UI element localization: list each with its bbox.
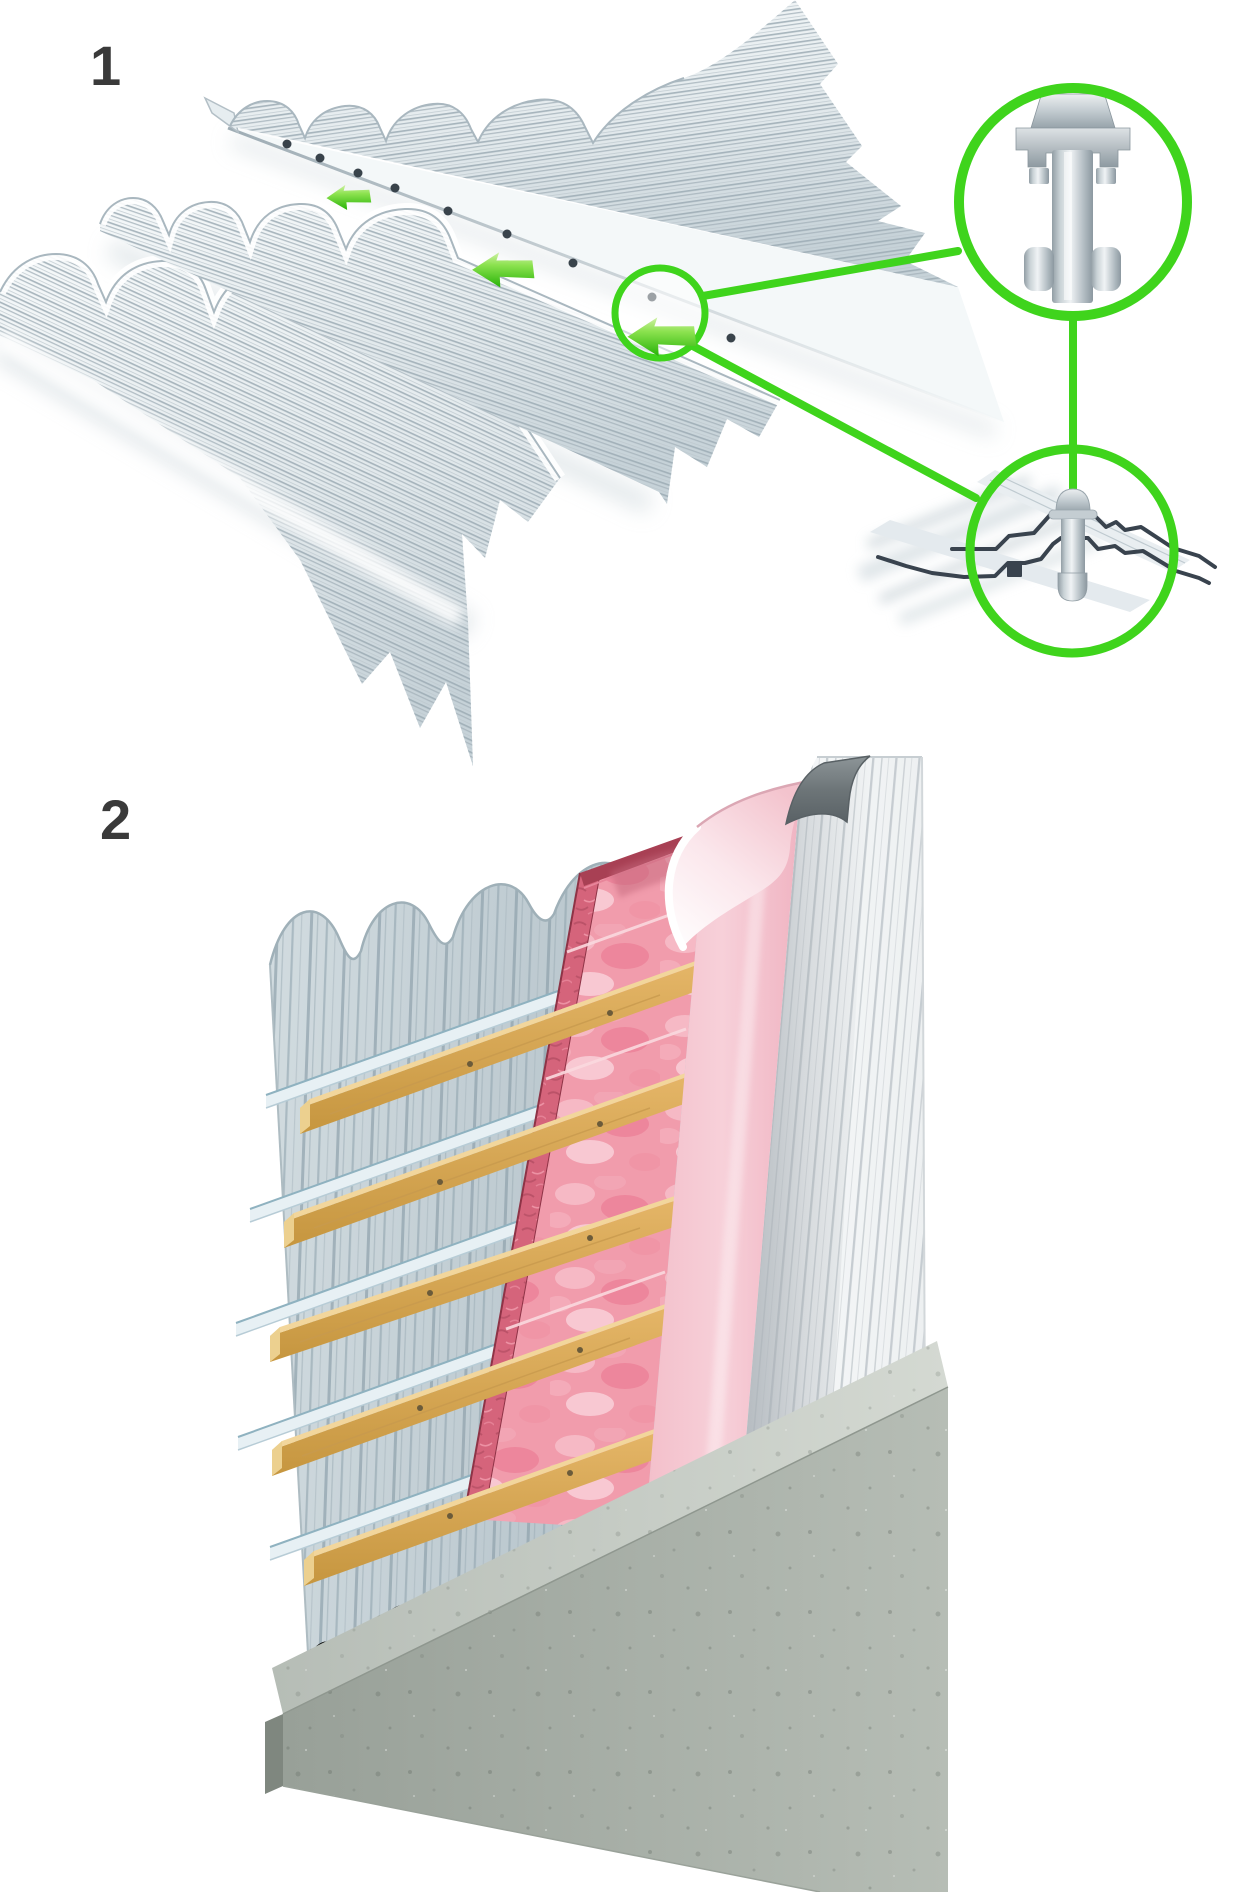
timber-battens — [270, 958, 704, 1616]
step-2-label: 2 — [100, 788, 132, 851]
rivet-detail-circle — [954, 83, 1192, 321]
batten — [270, 1193, 684, 1362]
batten — [272, 1301, 674, 1476]
batten — [284, 1070, 694, 1248]
step-1-label: 1 — [90, 34, 122, 97]
profiled-sheet-1 — [203, 0, 1005, 424]
callout-connector-lines — [685, 247, 1077, 504]
step-1-sheet-overlap-diagram — [0, 0, 1217, 766]
joint-detail-circle — [965, 444, 1179, 658]
membrane-peel-flap — [610, 778, 816, 951]
membrane-layer — [645, 790, 800, 1530]
rivet-icon — [1015, 93, 1131, 303]
overlap-direction-arrows — [326, 184, 697, 357]
inner-liner-panel — [740, 756, 926, 1512]
cap-flashing — [784, 755, 871, 826]
batten — [300, 958, 704, 1134]
overlap-highlight-circle — [611, 264, 709, 362]
step-2-wall-assembly — [235, 755, 949, 1892]
pilot-holes — [282, 139, 736, 343]
batten — [304, 1426, 663, 1586]
joint-rivet-icon — [1048, 488, 1098, 602]
overlap-arrow-icon — [472, 252, 535, 288]
overlap-arrow-icon — [627, 317, 697, 357]
overlap-arrow-icon — [326, 184, 372, 211]
profiled-sheet-3 — [0, 247, 566, 766]
foundation-beam — [265, 1341, 949, 1892]
furring-channels — [235, 990, 559, 1561]
profiled-sheet-2 — [94, 191, 783, 504]
